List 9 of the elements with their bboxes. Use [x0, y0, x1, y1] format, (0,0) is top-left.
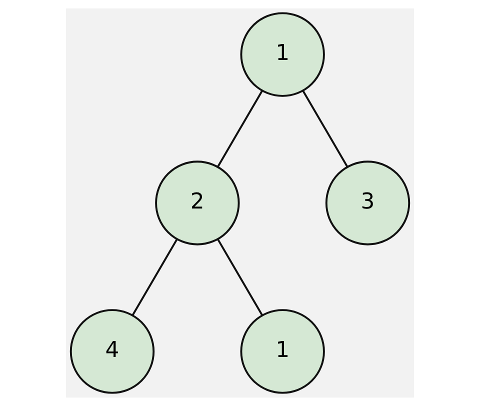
node-circle: 2 — [155, 160, 240, 246]
node-circle: 4 — [70, 309, 155, 394]
node-circle: 3 — [325, 160, 410, 246]
node-circle: 1 — [240, 309, 325, 394]
connector — [302, 90, 348, 168]
connector — [217, 90, 264, 168]
connector — [216, 238, 263, 316]
connector — [132, 238, 178, 316]
node-circle: 1 — [240, 12, 325, 97]
